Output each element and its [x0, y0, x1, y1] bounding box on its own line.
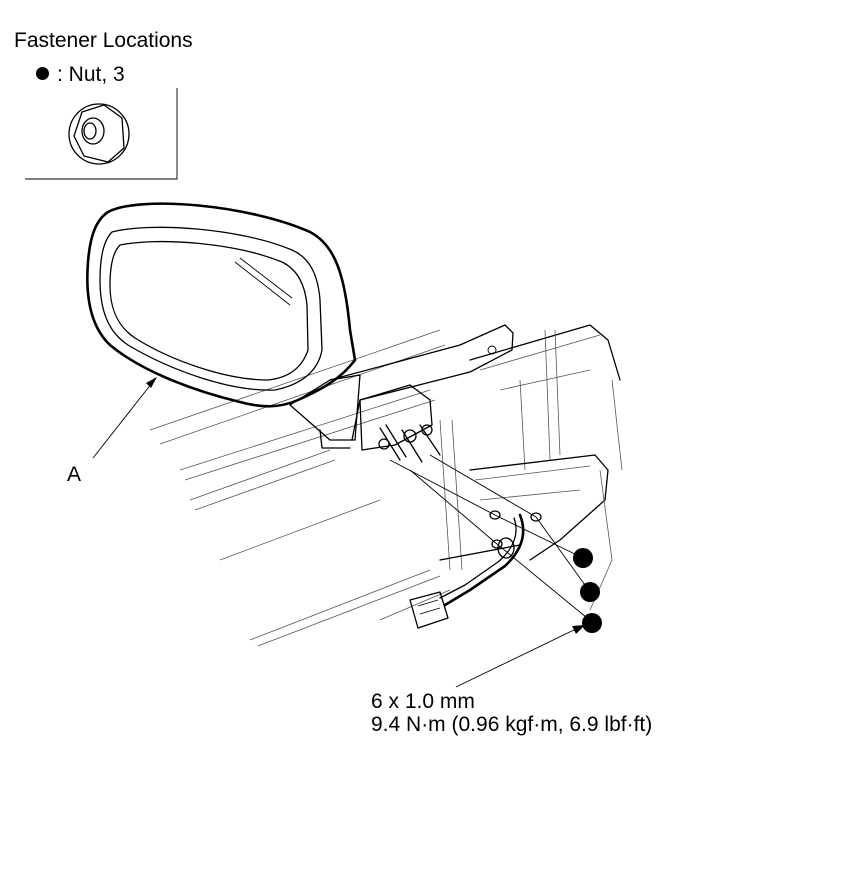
callout-a-label: A [67, 463, 82, 486]
nut-markers [573, 548, 602, 633]
nut-leader-lines [389, 454, 593, 623]
fastener-size: 6 x 1.0 mm [371, 690, 475, 713]
legend-text: : Nut, 3 [57, 63, 125, 86]
torque-spec: 6 x 1.0 mm 9.4 N·m (0.96 kgf·m, 6.9 lbf·… [371, 690, 652, 736]
mirror-assembly [86, 202, 514, 463]
torque-value: 9.4 N·m (0.96 kgf·m, 6.9 lbf·ft) [371, 713, 653, 736]
flange-nut-icon [68, 103, 130, 165]
figure-title: Fastener Locations [14, 29, 193, 52]
nut-holes [489, 510, 542, 549]
legend: : Nut, 3 [36, 64, 125, 85]
nut-marker-2 [580, 582, 600, 602]
nut-symbol-icon [36, 67, 49, 80]
callout-a-arrow [92, 377, 157, 459]
nut-marker-1 [573, 548, 593, 568]
spec-arrow [455, 625, 585, 688]
nut-marker-3 [582, 613, 602, 633]
legend-frame [25, 88, 178, 180]
